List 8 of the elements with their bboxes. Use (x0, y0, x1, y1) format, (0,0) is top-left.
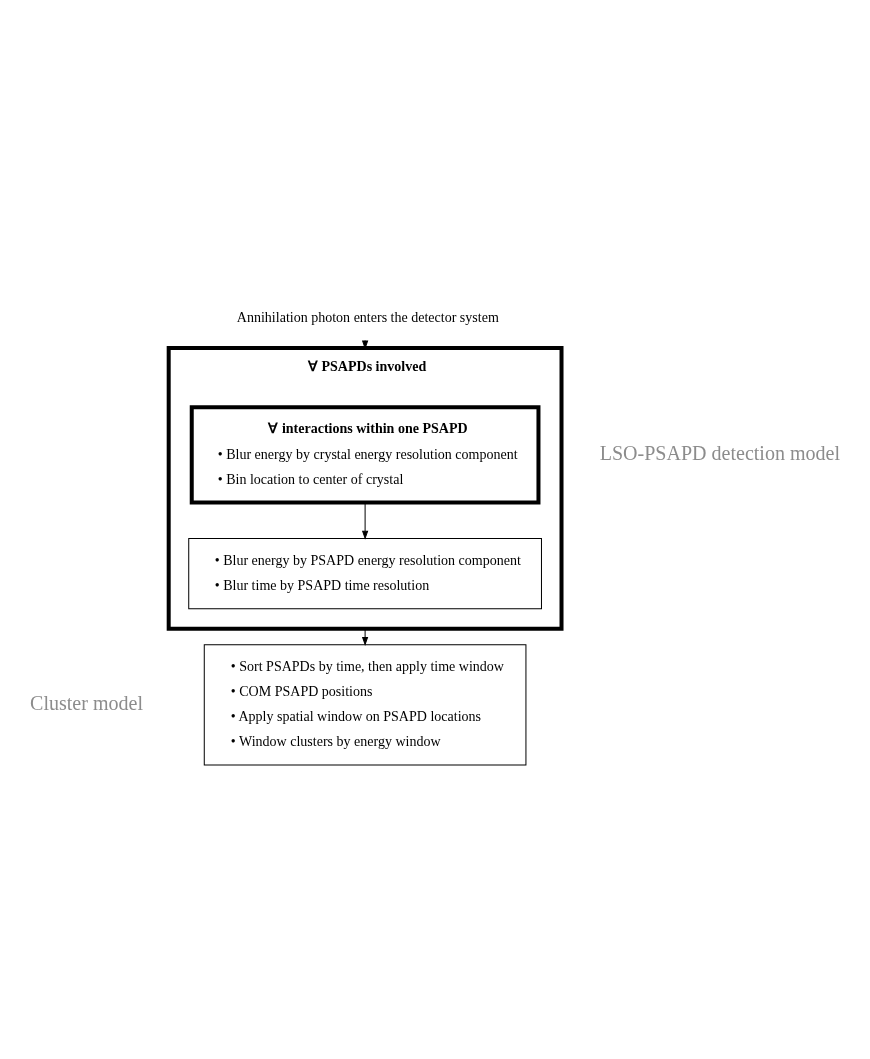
label: LSO-PSAPD detection model (599, 441, 841, 464)
arrow (362, 627, 369, 645)
arrow (362, 501, 369, 539)
node-box: • Blur energy by PSAPD energy resolution component • Blur time by PSAPD time resolution (188, 537, 542, 609)
label: Cluster model (30, 691, 143, 714)
node-box: • Sort PSAPDs by time, then apply time window • COM PSAPD positions • Apply spatial window on PSAPD locations • Window clusters by energy window (203, 643, 527, 765)
node-box: ∀ interactions within one PSAPD • Blur energy by crystal energy resolution component • Bin location to center of crystal (189, 404, 541, 504)
node-text: Annihilation photon enters the detector system (236, 309, 499, 325)
